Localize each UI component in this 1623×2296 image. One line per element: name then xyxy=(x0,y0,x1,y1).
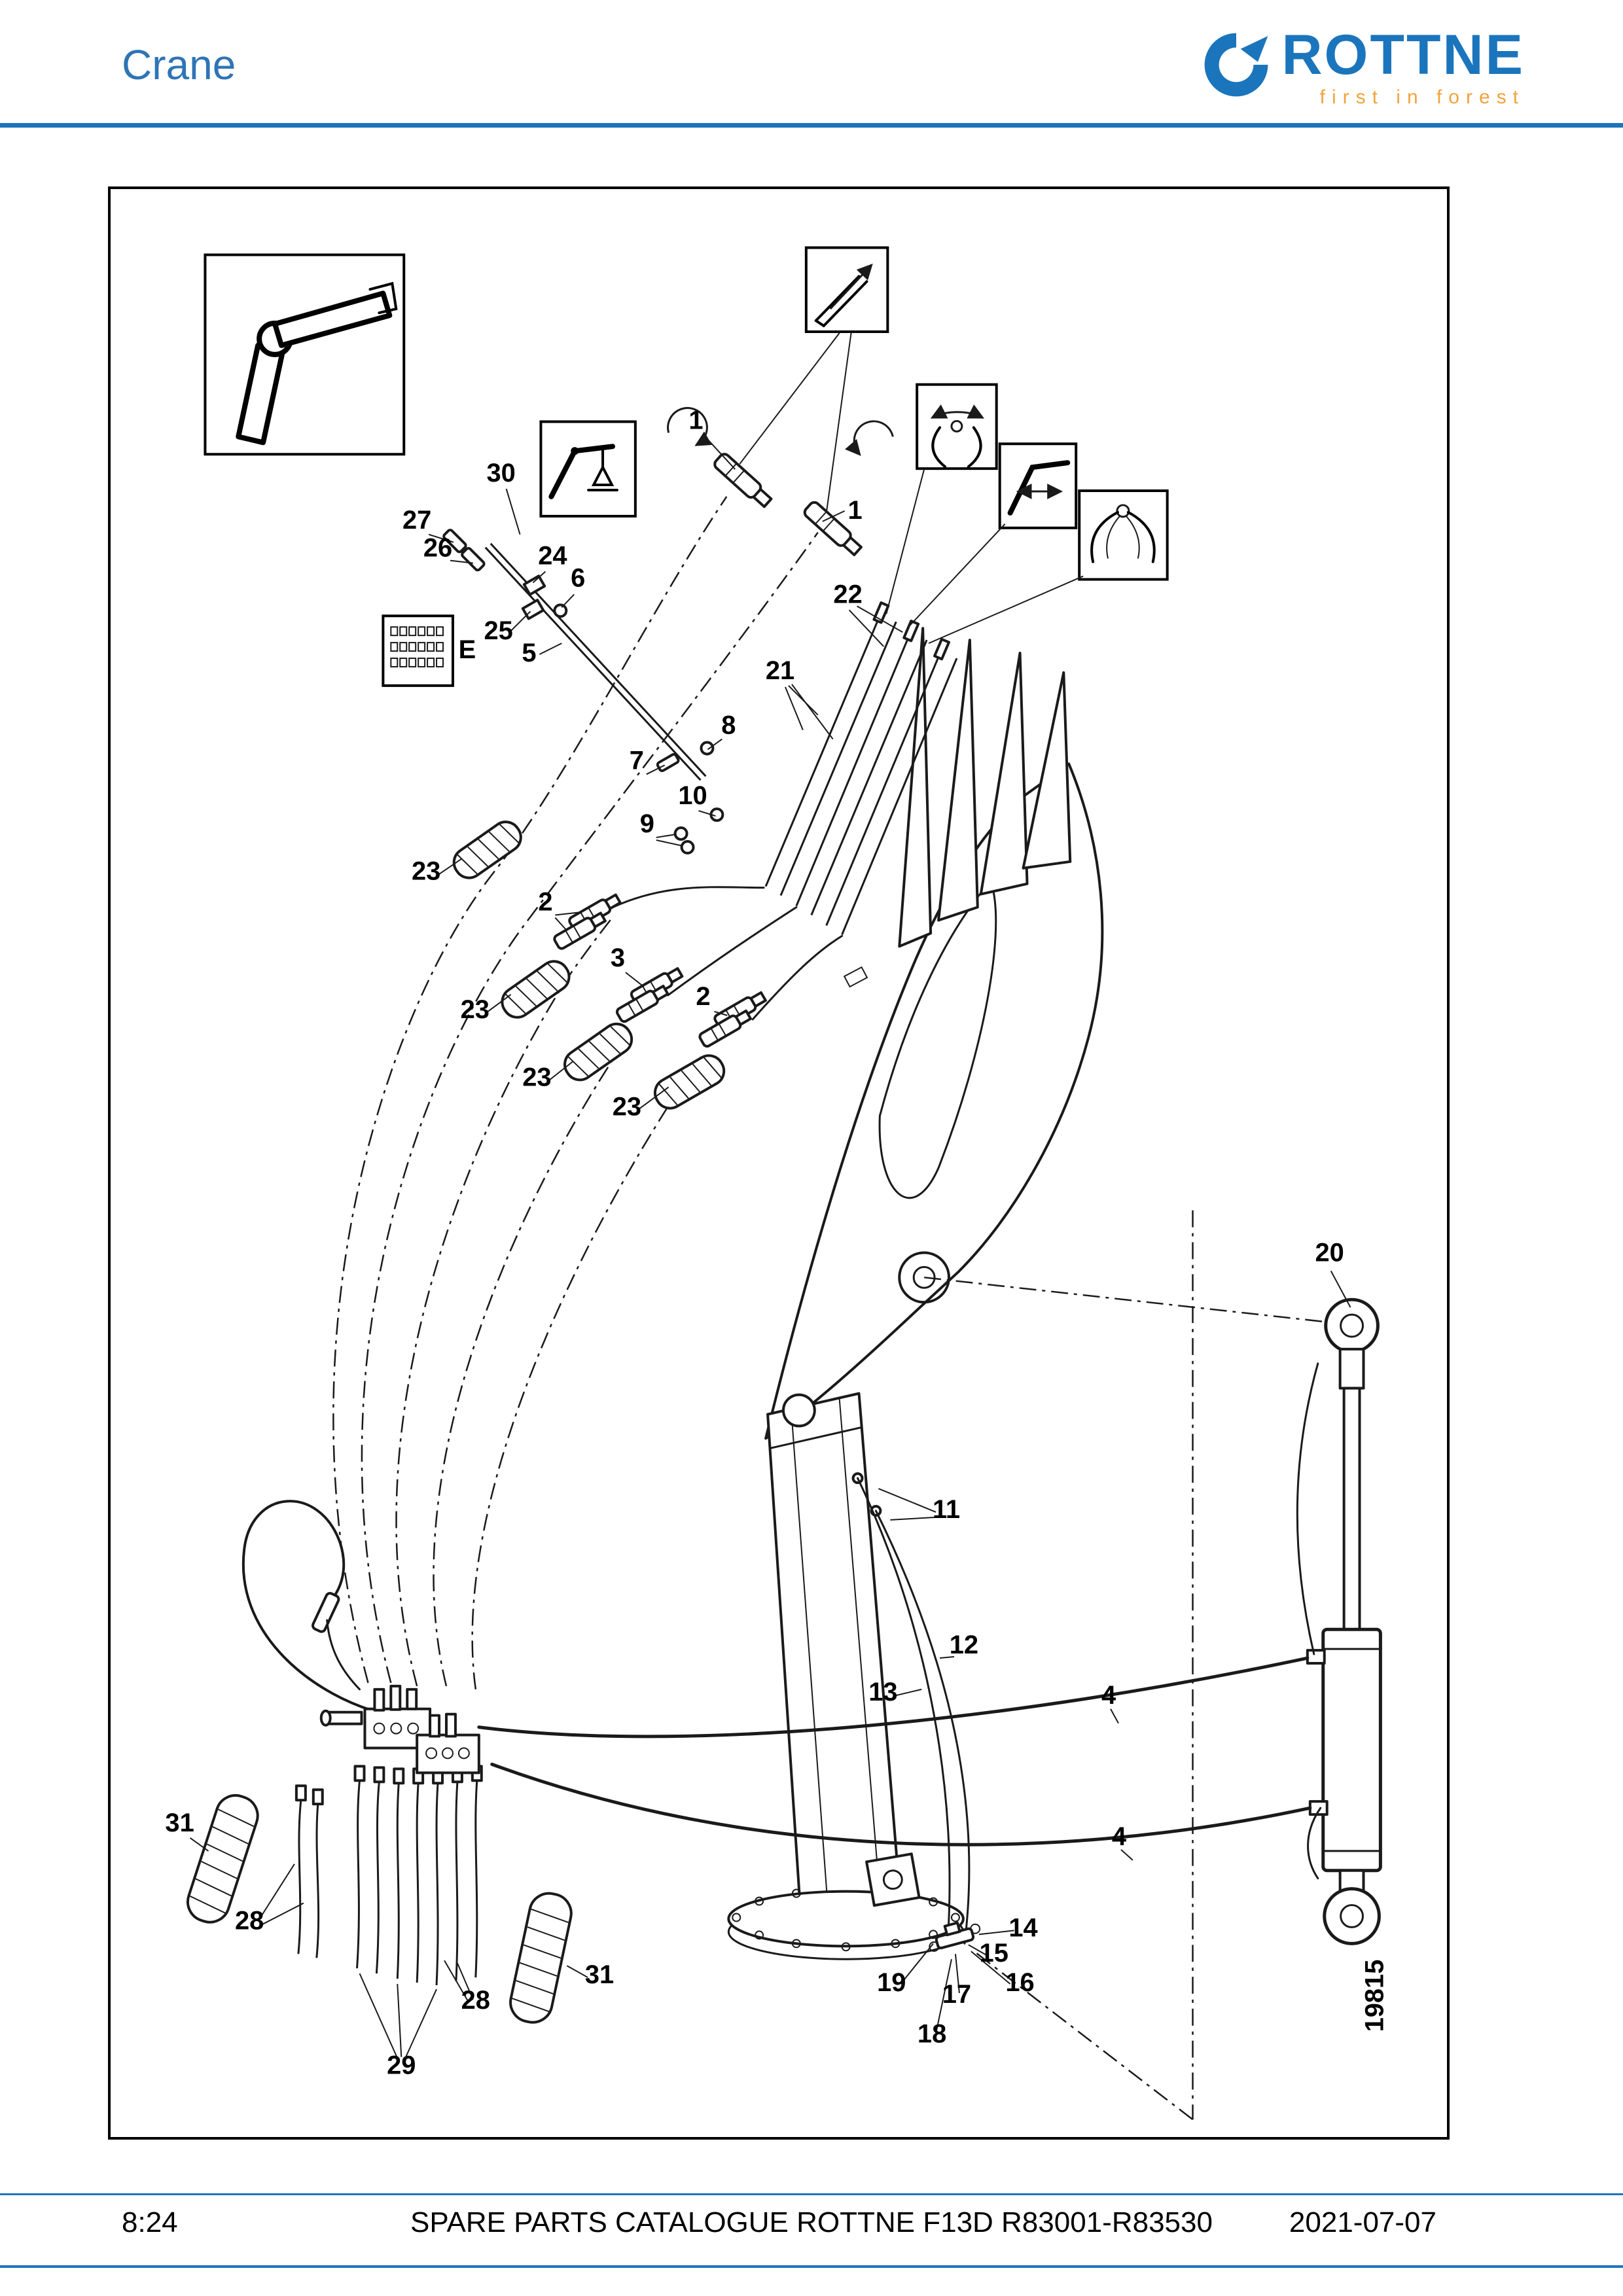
footer-catalogue-title: SPARE PARTS CATALOGUE ROTTNE F13D R83001… xyxy=(410,2206,1213,2238)
rottne-logo-text: ROTTNE first in forest xyxy=(1281,24,1525,109)
footer-date: 2021-07-07 xyxy=(1289,2206,1436,2238)
callout-23b: 23 xyxy=(461,995,490,1024)
inset-boom-balance-icon xyxy=(539,420,637,518)
footer-rule-top xyxy=(0,2193,1623,2195)
manifold-cluster xyxy=(241,1500,483,1986)
hose-guard-23-2 xyxy=(501,960,571,1019)
inset-boom-tip-extend-icon xyxy=(804,246,889,333)
footer: 8:24 SPARE PARTS CATALOGUE ROTTNE F13D R… xyxy=(0,2206,1623,2246)
base-flange xyxy=(727,1888,965,1952)
callout-labels: 1 1 30 27 26 24 6 25 5 E 22 21 8 7 10 9 … xyxy=(165,406,1389,2079)
callout-23c: 23 xyxy=(522,1063,551,1091)
fittings-3 xyxy=(615,967,684,1023)
base-bracket xyxy=(865,1852,921,1907)
hose-routing-lines xyxy=(332,496,819,1690)
inset-extension-arrow-icon xyxy=(998,442,1078,529)
callout-1a: 1 xyxy=(688,406,703,434)
callout-24: 24 xyxy=(538,542,567,571)
hydraulic-cylinder xyxy=(1296,1298,1382,1945)
hose-guard-23-3 xyxy=(563,1022,633,1082)
boom-cutout xyxy=(878,879,997,1199)
hanging-hoses xyxy=(294,1765,483,1986)
callout-23a: 23 xyxy=(412,857,440,886)
callout-23d: 23 xyxy=(613,1092,641,1121)
footer-page-ref: 8:24 xyxy=(122,2206,178,2238)
callout-15: 15 xyxy=(980,1939,1008,1968)
callout-29: 29 xyxy=(387,2051,416,2080)
quick-coupling-1b xyxy=(803,501,863,557)
cylinder-hoses-4 xyxy=(477,1656,1312,1846)
callout-6: 6 xyxy=(571,563,585,592)
bolts-9-10-8-6 xyxy=(553,603,724,855)
callout-16: 16 xyxy=(1005,1968,1034,1997)
brand-tagline: first in forest xyxy=(1319,86,1525,108)
crane-parts-diagram: 1 1 30 27 26 24 6 25 5 E 22 21 8 7 10 9 … xyxy=(165,246,1389,2121)
inset-rotator-icon xyxy=(916,383,998,470)
quick-coupling-1a xyxy=(713,453,773,508)
callout-28b: 28 xyxy=(461,1986,490,2015)
callout-4b: 4 xyxy=(1112,1822,1126,1851)
inset-crane-boom-overview-icon xyxy=(204,253,406,456)
inset-connector-block-icon xyxy=(382,614,454,687)
hose-guard-23-4 xyxy=(653,1054,726,1110)
callout-leaders xyxy=(189,436,1351,2059)
fittings-2b xyxy=(698,991,767,1048)
page-title: Crane xyxy=(122,41,236,88)
callout-17: 17 xyxy=(942,1980,971,2009)
callout-10: 10 xyxy=(678,781,707,810)
callout-12: 12 xyxy=(950,1631,978,1659)
lubrication-rod xyxy=(442,529,707,781)
rotate-arrows xyxy=(667,407,894,456)
callout-14: 14 xyxy=(1008,1913,1037,1942)
callout-5: 5 xyxy=(522,639,536,667)
callout-7: 7 xyxy=(630,746,644,775)
callout-3: 3 xyxy=(611,944,625,972)
base-cables xyxy=(851,1472,971,1945)
fittings-2a xyxy=(553,893,622,950)
callout-25: 25 xyxy=(484,616,513,645)
callout-19: 19 xyxy=(877,1968,906,1997)
callout-20: 20 xyxy=(1315,1238,1344,1267)
diagram-frame: 1 1 30 27 26 24 6 25 5 E 22 21 8 7 10 9 … xyxy=(108,186,1450,2140)
hose-guard-23-1 xyxy=(452,821,522,879)
callout-31a: 31 xyxy=(165,1809,194,1837)
boom-pivot-hub xyxy=(898,1251,950,1304)
drawing-number: 19815 xyxy=(1360,1960,1389,2032)
inset-leaders xyxy=(739,332,1084,645)
callout-13: 13 xyxy=(868,1678,897,1706)
cylinder-port-upper xyxy=(1306,1649,1326,1665)
callout-21: 21 xyxy=(766,656,794,685)
inset-grapple-icon xyxy=(1078,489,1169,581)
callout-2a: 2 xyxy=(538,888,552,917)
brand-name: ROTTNE xyxy=(1281,24,1525,86)
callout-9: 9 xyxy=(640,809,654,838)
callout-E: E xyxy=(459,635,476,664)
callout-28a: 28 xyxy=(235,1906,264,1935)
hose-guard-31-left xyxy=(187,1794,259,1924)
header-rule xyxy=(0,123,1623,128)
phantom-lines xyxy=(923,1210,1348,2121)
callout-4a: 4 xyxy=(1101,1681,1116,1710)
callout-8: 8 xyxy=(721,711,736,740)
callout-22: 22 xyxy=(833,580,862,609)
callout-11: 11 xyxy=(933,1495,960,1524)
base-fitting-cluster xyxy=(929,1921,981,1952)
footer-rule-bottom xyxy=(0,2265,1623,2268)
callout-2b: 2 xyxy=(696,982,710,1011)
hose-guard-31-right xyxy=(509,1892,573,2024)
crane-pillar xyxy=(727,1392,965,1960)
callout-31b: 31 xyxy=(585,1960,614,1989)
callout-1b: 1 xyxy=(847,496,862,525)
callout-26: 26 xyxy=(423,534,452,563)
callout-18: 18 xyxy=(918,2020,946,2049)
callout-27: 27 xyxy=(402,506,431,535)
callout-30: 30 xyxy=(487,459,516,487)
boom-hose-bundle xyxy=(605,601,958,1021)
crane-boom xyxy=(764,627,1104,1440)
rottne-logo: ROTTNE first in forest xyxy=(1200,24,1525,109)
rottne-logo-mark-icon xyxy=(1205,33,1268,97)
